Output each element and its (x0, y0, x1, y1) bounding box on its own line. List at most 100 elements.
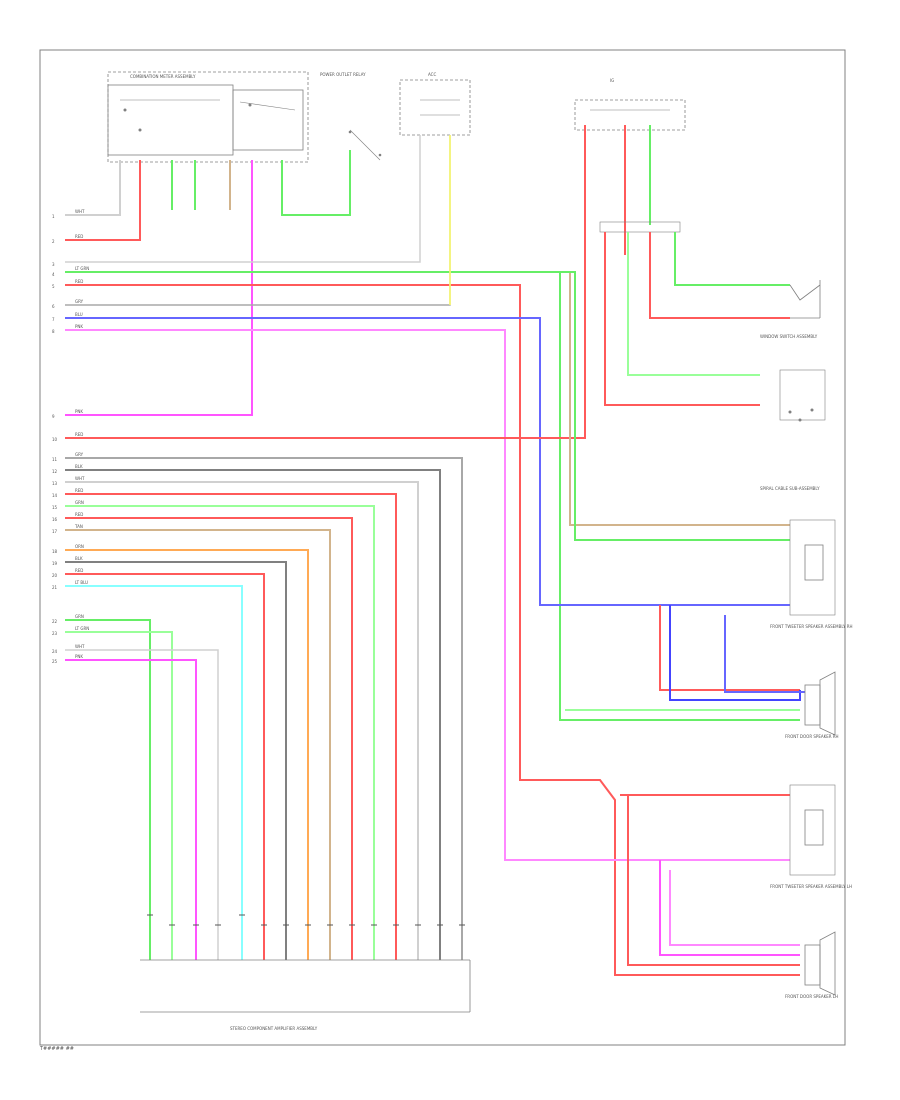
svg-text:6: 6 (52, 304, 55, 309)
svg-text:PNK: PNK (75, 324, 83, 329)
svg-text:7: 7 (52, 317, 55, 322)
diagram-frame (39, 49, 846, 1046)
svg-text:FRONT TWEETER SPEAKER ASSEMBLY: FRONT TWEETER SPEAKER ASSEMBLY LH (770, 884, 852, 889)
svg-text:POWER OUTLET RELAY: POWER OUTLET RELAY (320, 72, 366, 77)
amp-connector-ticks (147, 914, 465, 926)
svg-text:WINDOW SWITCH ASSEMBLY: WINDOW SWITCH ASSEMBLY (760, 334, 818, 339)
svg-text:4: 4 (52, 272, 55, 277)
svg-text:RED: RED (75, 512, 83, 517)
amp-wire-11 (65, 585, 243, 960)
svg-text:13: 13 (52, 481, 58, 486)
svg-text:16: 16 (52, 517, 58, 522)
wire-blu-spk1 (669, 605, 801, 701)
wire-wht-1 (65, 160, 121, 216)
svg-text:20: 20 (52, 573, 58, 578)
wire-red-long (65, 125, 586, 439)
amp-wire-8 (65, 549, 309, 960)
wire-pnk-lh2 (669, 870, 800, 946)
wire-tan-r (545, 271, 790, 526)
fuse-acc: ACC (399, 72, 471, 136)
wire-red-bus (65, 284, 800, 976)
window-switch-icon (789, 280, 821, 319)
svg-text:WHT: WHT (75, 644, 85, 649)
wire-wht-bus (65, 135, 421, 263)
wire-pnk-lh1 (659, 860, 800, 956)
svg-text:ACC: ACC (428, 72, 436, 77)
svg-text:FRONT DOOR SPEAKER LH: FRONT DOOR SPEAKER LH (785, 994, 838, 999)
amp-wire-2 (65, 469, 441, 960)
amp-wire-12 (65, 619, 151, 960)
svg-text:RED: RED (75, 488, 83, 493)
wire-ltgrn-bus (65, 271, 800, 721)
svg-text:LT BLU: LT BLU (75, 580, 88, 585)
power-outlet-relay: POWER OUTLET RELAY (320, 72, 382, 161)
sensor-icon (779, 369, 826, 422)
svg-text:17: 17 (52, 529, 58, 534)
combination-meter: COMBINATION METER ASSEMBLY (107, 71, 309, 163)
svg-text:GRY: GRY (75, 299, 84, 304)
svg-text:24: 24 (52, 649, 58, 654)
svg-text:18: 18 (52, 549, 58, 554)
wire-pnk-bus (65, 329, 790, 861)
svg-text:21: 21 (52, 585, 58, 590)
svg-text:FRONT DOOR SPEAKER RH: FRONT DOOR SPEAKER RH (785, 734, 839, 739)
svg-text:15: 15 (52, 505, 58, 510)
front-door-speaker-rh (804, 671, 836, 736)
svg-text:3: 3 (52, 262, 55, 267)
svg-text:1: 1 (52, 214, 55, 219)
wire-grn-3 (281, 150, 351, 216)
pin-number-column: 1 2 3 4 5 6 7 8 9 10 11 12 13 14 15 16 1… (52, 214, 58, 664)
svg-text:23: 23 (52, 631, 58, 636)
svg-text:RED: RED (75, 432, 83, 437)
svg-text:8: 8 (52, 329, 55, 334)
amp-wire-6 (65, 517, 353, 960)
svg-text:FRONT TWEETER SPEAKER ASSEMBLY: FRONT TWEETER SPEAKER ASSEMBLY RH (770, 624, 853, 629)
fuse-ig: IG (574, 78, 686, 131)
wire-red-spk1 (659, 605, 800, 691)
wire-color-labels: WHT RED LT GRN RED GRY BLU PNK PNK RED G… (74, 209, 89, 659)
wire-red-r1 (649, 232, 790, 319)
svg-text:GRN: GRN (75, 614, 84, 619)
svg-text:ORN: ORN (75, 544, 84, 549)
amp-wire-13 (65, 631, 173, 960)
svg-text:PNK: PNK (75, 409, 83, 414)
svg-text:TAN: TAN (74, 524, 83, 529)
junction-box (599, 221, 681, 233)
svg-text:14: 14 (52, 493, 58, 498)
wire-blu-bus (65, 317, 790, 606)
svg-text:2: 2 (52, 239, 55, 244)
wire-blu-spk2 (724, 615, 805, 693)
svg-text:WHT: WHT (75, 209, 85, 214)
svg-text:5: 5 (52, 284, 55, 289)
wire-red-lh2 (627, 795, 800, 966)
amp-wire-14 (65, 649, 219, 960)
amp-wire-4 (65, 493, 397, 960)
front-tweeter-lh (789, 784, 836, 876)
svg-text:22: 22 (52, 619, 58, 624)
wire-ltgrn-r2 (627, 232, 760, 376)
amp-wire-15 (65, 659, 197, 960)
svg-text:RED: RED (75, 568, 83, 573)
wire-red-r2 (604, 232, 760, 406)
svg-text:PNK: PNK (75, 654, 83, 659)
svg-text:GRY: GRY (75, 452, 84, 457)
amp-wire-10 (65, 573, 265, 960)
svg-text:12: 12 (52, 469, 58, 474)
amp-wire-9 (65, 561, 287, 960)
front-tweeter-rh (789, 519, 836, 616)
front-door-speaker-lh (804, 931, 836, 996)
svg-text:25: 25 (52, 659, 58, 664)
svg-text:WHT: WHT (75, 476, 85, 481)
amp-wire-5 (65, 505, 375, 960)
amp-wire-1 (65, 457, 463, 960)
svg-text:RED: RED (75, 279, 83, 284)
wire-pnk-meter (65, 160, 253, 416)
svg-text:LT GRN: LT GRN (75, 266, 89, 271)
page-code: T##### ## (39, 1046, 74, 1052)
svg-text:10: 10 (52, 437, 58, 442)
amp-wire-3 (65, 481, 419, 960)
svg-text:IG: IG (610, 78, 614, 83)
svg-text:BLK: BLK (75, 556, 83, 561)
svg-text:11: 11 (52, 457, 58, 462)
